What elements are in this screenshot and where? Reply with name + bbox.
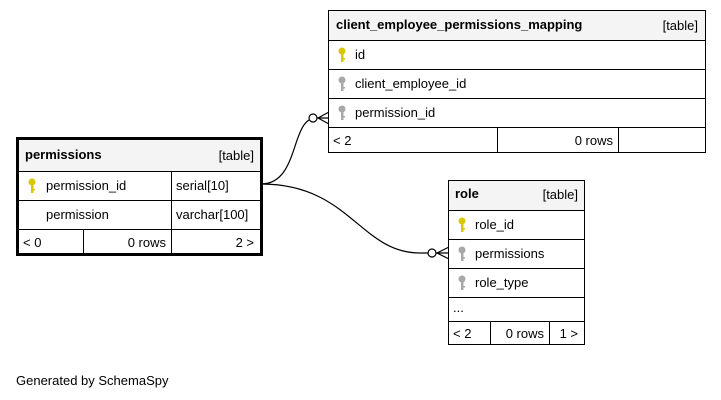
edge-mapping-crowfoot	[317, 111, 330, 125]
foreign-key-icon	[338, 105, 346, 120]
table-role[interactable]: role [table] role_id permissions role_ty…	[448, 180, 585, 345]
parents-count[interactable]: < 0	[23, 235, 42, 250]
column-divider	[171, 201, 172, 229]
column-name: client_employee_id	[355, 76, 467, 91]
foreign-key-icon	[458, 275, 466, 290]
more-columns-ellipsis: ...	[453, 300, 464, 315]
table-client-employee-permissions-mapping[interactable]: client_employee_permissions_mapping [tab…	[328, 10, 706, 153]
column-name: role_type	[475, 275, 529, 290]
table-type-label: [table]	[542, 187, 578, 202]
column-name: permission	[46, 207, 109, 222]
generated-by-text: Generated by SchemaSpy	[16, 373, 169, 388]
parents-count[interactable]: < 2	[453, 326, 472, 341]
primary-key-icon	[338, 47, 346, 62]
primary-key-icon	[458, 217, 466, 232]
table-title: role	[455, 186, 479, 201]
column-name: id	[355, 47, 366, 62]
footer-divider	[83, 230, 84, 253]
column-name: role_id	[475, 217, 515, 232]
table-permissions[interactable]: permissions [table] permission_id serial…	[16, 137, 263, 256]
children-count[interactable]: 2 >	[235, 235, 254, 250]
table-type-label: [table]	[662, 18, 698, 33]
row-count: 0 rows	[574, 133, 613, 148]
column-datatype: varchar[100]	[176, 207, 249, 222]
row-count: 0 rows	[505, 326, 544, 341]
table-header: role [table]	[449, 181, 584, 210]
children-count[interactable]: 1 >	[559, 326, 578, 341]
foreign-key-icon	[338, 76, 346, 91]
parents-count[interactable]: < 2	[333, 133, 352, 148]
table-footer: < 0 0 rows 2 >	[19, 229, 260, 253]
edge-mapping-optional-marker	[308, 113, 318, 123]
row-count: 0 rows	[127, 235, 166, 250]
footer-divider	[618, 128, 619, 152]
column-row[interactable]: permissions	[449, 239, 584, 268]
column-row[interactable]: permission_id	[329, 98, 705, 127]
table-type-label: [table]	[218, 148, 254, 163]
column-name: permission_id	[355, 105, 436, 120]
column-row[interactable]: permission varchar[100]	[19, 200, 260, 229]
column-datatype: serial[10]	[176, 178, 229, 193]
edge-role-crowfoot	[436, 246, 450, 260]
primary-key-icon	[28, 178, 36, 193]
column-row[interactable]: role_type	[449, 268, 584, 297]
footer-divider	[171, 230, 172, 253]
table-header: permissions [table]	[19, 140, 260, 171]
table-footer: < 2 0 rows	[329, 127, 705, 152]
column-row[interactable]: role_id	[449, 210, 584, 239]
more-columns-row: ...	[449, 297, 584, 321]
table-title: permissions	[25, 147, 102, 162]
footer-divider	[549, 322, 550, 344]
column-row[interactable]: id	[329, 40, 705, 69]
footer-divider	[490, 322, 491, 344]
footer-divider	[497, 128, 498, 152]
table-footer: < 2 0 rows 1 >	[449, 321, 584, 344]
table-header: client_employee_permissions_mapping [tab…	[329, 11, 705, 40]
edge-permissions-role	[260, 183, 449, 254]
foreign-key-icon	[458, 246, 466, 261]
column-name: permission_id	[46, 178, 127, 193]
column-row[interactable]: permission_id serial[10]	[19, 171, 260, 200]
edge-role-optional-marker	[427, 248, 437, 258]
table-title: client_employee_permissions_mapping	[336, 17, 583, 32]
column-row[interactable]: client_employee_id	[329, 69, 705, 98]
column-name: permissions	[475, 246, 545, 261]
column-divider	[171, 172, 172, 200]
edge-permissions-mapping	[260, 117, 329, 185]
